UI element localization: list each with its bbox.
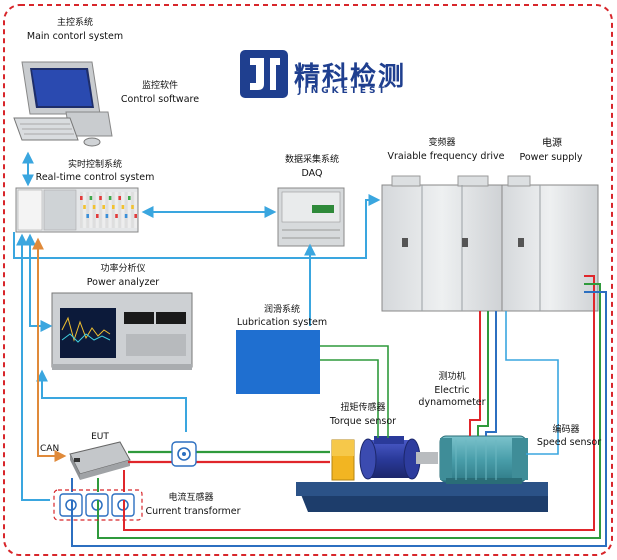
dyno-label-en1: Electric xyxy=(434,385,470,396)
electric-dynamometer xyxy=(439,435,528,484)
main-control-label-cn: 主控系统 xyxy=(56,18,93,28)
link-can xyxy=(32,237,67,462)
ct-label-cn: 电流互感器 xyxy=(168,493,214,503)
plc-io-slice xyxy=(102,192,105,228)
plc-io-led xyxy=(89,196,93,200)
ps-label-en: Power supply xyxy=(519,152,583,163)
plc-io-slice xyxy=(131,192,134,228)
wire-vfd-dyno-red xyxy=(469,311,481,436)
power-supply-cabinet xyxy=(501,175,599,312)
can-label: CAN xyxy=(40,444,60,454)
plc-io-slice xyxy=(83,192,86,228)
plc-io-led xyxy=(128,196,131,200)
jingketest-logo xyxy=(240,50,288,98)
lubrication-unit xyxy=(236,330,320,394)
lube-label-en: Lubrication system xyxy=(236,317,328,328)
torque-label-en: Torque sensor xyxy=(329,416,397,427)
vfd-label-en: Vraiable frequency drive xyxy=(387,151,505,162)
dyno-label-en2: dynamometer xyxy=(418,397,486,408)
lube-line-1 xyxy=(320,345,389,438)
test-bed-base xyxy=(296,482,548,512)
plc-io-slice xyxy=(108,192,112,228)
outer-dashed-border xyxy=(3,4,613,556)
plc-io-led xyxy=(131,205,134,209)
plc-io-slice xyxy=(86,192,89,228)
vfd-cabinet xyxy=(381,175,503,312)
dyno-label-cn: 测功机 xyxy=(438,372,466,382)
plc-io-led xyxy=(121,205,125,209)
main-control-label-en: Main contorl system xyxy=(26,31,124,42)
plc-io-slice xyxy=(96,192,99,228)
pa-label-cn: 功率分析仪 xyxy=(100,264,146,274)
plc-io-slice xyxy=(128,192,131,228)
eut-label: EUT xyxy=(91,432,109,442)
plc-io-slice xyxy=(105,192,109,228)
brand-name-en: JINGKETEST xyxy=(298,86,388,96)
plc-io-slice xyxy=(89,192,93,228)
monitor-label-cn: 监控软件 xyxy=(141,81,178,91)
plc-io-led xyxy=(92,205,96,209)
plc-io-slice xyxy=(124,192,128,228)
eut-device xyxy=(69,441,131,480)
plc-io-slice xyxy=(134,192,137,228)
ct-dashed-box xyxy=(53,489,143,521)
plc-io-slice xyxy=(92,192,96,228)
link-rtc-ct xyxy=(16,233,50,501)
plc-io-led xyxy=(80,196,83,200)
pa-label-en: Power analyzer xyxy=(86,277,160,288)
plc-io-slice xyxy=(115,192,118,228)
wire-ps-blue xyxy=(71,291,607,547)
vfd-label-cn: 变频器 xyxy=(428,138,456,148)
plc-io-led xyxy=(99,196,102,200)
plc-io-led xyxy=(105,214,109,218)
plc-io-slice xyxy=(118,192,121,228)
wire-encoder xyxy=(505,311,559,455)
ps-label-cn: 电源 xyxy=(542,138,562,149)
plc-io-led xyxy=(124,214,128,218)
wire-vfd-dyno-blue xyxy=(485,311,497,436)
link-pa-torque xyxy=(36,369,187,432)
ct-eut-line-icon xyxy=(171,441,197,467)
daq-unit xyxy=(277,187,345,247)
plc-io-led xyxy=(108,196,112,200)
daq-label-en: DAQ xyxy=(301,168,323,179)
plc-io-led xyxy=(96,214,99,218)
daq-label-cn: 数据采集系统 xyxy=(284,155,339,165)
lube-line-2 xyxy=(320,359,379,438)
plc-io-led xyxy=(102,205,105,209)
plc-io-slice xyxy=(121,192,125,228)
lube-label-cn: 润滑系统 xyxy=(263,305,300,315)
wire-vfd-dyno-green xyxy=(477,311,489,436)
plc-io-led xyxy=(112,205,115,209)
power-analyzer xyxy=(51,292,193,370)
rtc-label-cn: 实时控制系统 xyxy=(67,160,122,170)
torque-label-cn: 扭矩传感器 xyxy=(340,403,386,413)
plc-io-led xyxy=(118,196,121,200)
encoder-label-cn: 编码器 xyxy=(552,425,580,435)
ct-label-en: Current transformer xyxy=(145,506,241,517)
wire-ps-green xyxy=(97,283,601,539)
plc-io-slice xyxy=(112,192,115,228)
rtc-label-en: Real-time control system xyxy=(35,172,155,183)
encoder-label-en: Speed sensor xyxy=(536,437,602,448)
plc-io-led xyxy=(134,214,137,218)
torque-sensor xyxy=(359,436,438,480)
monitor-label-en: Control software xyxy=(120,94,200,105)
plc-io-slice xyxy=(99,192,102,228)
plc-io-led xyxy=(86,214,89,218)
computer-icon xyxy=(13,61,113,147)
realtime-controller xyxy=(15,187,139,233)
plc-io-led xyxy=(115,214,118,218)
link-rtc-vfd xyxy=(13,194,381,259)
brand-name-cn: 精科检测 xyxy=(294,62,407,92)
plc-io-led xyxy=(83,205,86,209)
plc-io-slice xyxy=(80,192,83,228)
link-rtc-pa xyxy=(24,233,53,332)
